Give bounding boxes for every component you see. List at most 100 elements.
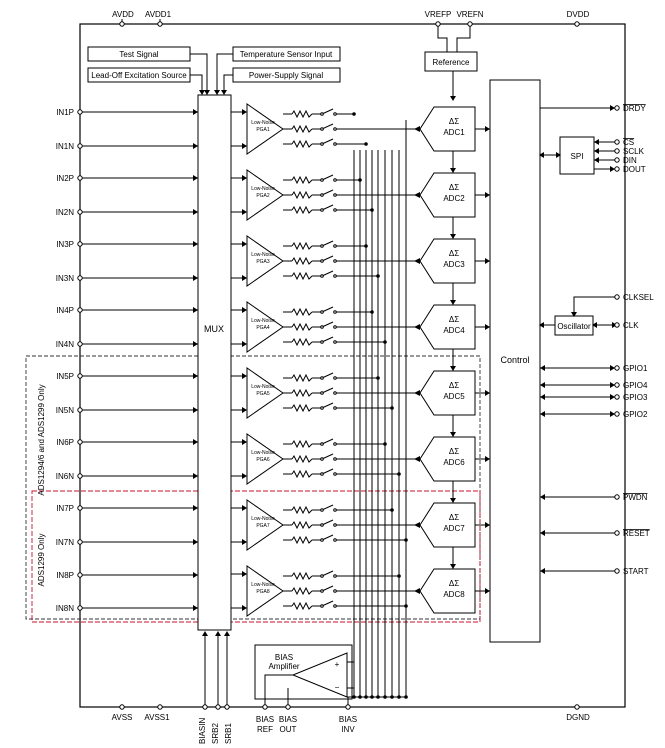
pin-arrow xyxy=(540,568,545,574)
input-pin-in2n: IN2N xyxy=(56,208,198,217)
vrefp-pin-label: VREFP xyxy=(425,10,452,19)
din-pin-label: DIN xyxy=(623,156,637,165)
adc-in-arrow xyxy=(414,126,420,132)
signal-box-wires xyxy=(190,53,233,95)
pin-sclk: SCLK xyxy=(594,147,645,156)
switch-node xyxy=(333,508,337,512)
input-arrow xyxy=(193,373,198,379)
input-arrow xyxy=(193,143,198,149)
resistor-switch-row xyxy=(283,123,420,134)
resistor-switch-row xyxy=(283,402,394,413)
pga-label: Low-Noise xyxy=(251,516,275,522)
resistor xyxy=(291,388,313,398)
ref-arrow xyxy=(450,432,456,437)
clk-pin-label: CLK xyxy=(623,321,639,330)
switch-node xyxy=(333,208,337,212)
avdd-pin-label: AVDD xyxy=(112,10,134,19)
pga-name: PGA8 xyxy=(256,589,270,595)
input-terminal xyxy=(77,175,83,181)
input-label-in5n: IN5N xyxy=(56,406,74,415)
pga-in-arrow xyxy=(242,109,247,115)
pin-arrow xyxy=(610,365,615,371)
gpio3-pin-label: GPIO3 xyxy=(623,393,648,402)
resistor xyxy=(291,139,313,149)
switch-node xyxy=(320,472,324,476)
clksel-terminal xyxy=(614,294,620,300)
resistor xyxy=(291,256,313,266)
sclk-pin-label: SCLK xyxy=(623,147,645,156)
gpio2-pin-label: GPIO2 xyxy=(623,410,648,419)
input-label-in2p: IN2P xyxy=(56,174,74,183)
pga-triangle xyxy=(246,433,284,485)
input-pin-in8n: IN8N xyxy=(56,604,198,613)
adc-symbol: ΔΣ xyxy=(449,249,459,258)
pga-in-arrow xyxy=(242,505,247,511)
pin-gpio3: GPIO3 xyxy=(540,393,648,402)
input-label-in6n: IN6N xyxy=(56,472,74,481)
adc-name: ADC7 xyxy=(443,524,465,533)
switch-arm xyxy=(321,108,334,115)
pga-in-arrow xyxy=(242,143,247,149)
bottom-pin-group xyxy=(119,704,580,710)
junction xyxy=(352,112,356,116)
reference-wires xyxy=(435,21,473,101)
switch-arm xyxy=(321,138,334,145)
switch-arm xyxy=(321,468,334,475)
switch-node xyxy=(320,574,324,578)
resistor-switch-row xyxy=(283,438,387,449)
start-terminal xyxy=(614,568,620,574)
switch-node xyxy=(333,142,337,146)
switch-node xyxy=(320,538,324,542)
input-terminal xyxy=(77,341,83,347)
clk-terminal xyxy=(614,322,620,328)
pga-name: PGA4 xyxy=(256,325,270,331)
resistor xyxy=(291,175,313,185)
switch-node xyxy=(333,340,337,344)
bias-amp-area xyxy=(254,644,353,700)
adc-symbol: ΔΣ xyxy=(449,315,459,324)
resistor-switch-row xyxy=(283,468,401,479)
switch-arm xyxy=(321,240,334,247)
pga-label: Low-Noise xyxy=(251,582,275,588)
input-terminal xyxy=(77,373,83,379)
pga-triangle xyxy=(246,301,284,353)
switch-node xyxy=(333,259,337,263)
ref-arrow xyxy=(450,366,456,371)
input-terminal xyxy=(77,505,83,511)
resistor-switch-row xyxy=(283,570,401,581)
adc-in-arrow xyxy=(414,258,420,264)
pga-name: PGA5 xyxy=(256,391,270,397)
adc-in-arrow xyxy=(414,456,420,462)
input-pin-in3p: IN3P xyxy=(56,240,198,249)
input-arrow xyxy=(193,439,198,445)
switch-node xyxy=(333,274,337,278)
input-label-in5p: IN5P xyxy=(56,372,74,381)
pga-triangle xyxy=(246,235,284,287)
switch-node xyxy=(320,178,324,182)
input-arrow xyxy=(193,275,198,281)
pga-triangle xyxy=(246,169,284,221)
dout-pin-label: DOUT xyxy=(623,165,646,174)
ref-arrow xyxy=(450,300,456,305)
input-pin-in1p: IN1P xyxy=(56,108,198,117)
switch-arm xyxy=(321,453,334,460)
ref-arrow xyxy=(450,564,456,569)
input-arrow xyxy=(193,539,198,545)
input-label-in2n: IN2N xyxy=(56,208,74,217)
switch-node xyxy=(320,274,324,278)
resistor-switch-row xyxy=(283,174,362,185)
input-pin-in2p: IN2P xyxy=(56,174,198,183)
switch-node xyxy=(333,178,337,182)
bias-inv-label-1: BIAS xyxy=(339,715,357,724)
resistor-switch-row xyxy=(283,240,368,251)
pwdn-terminal xyxy=(614,494,620,500)
pin-dout: DOUT xyxy=(594,165,646,174)
pga-triangle xyxy=(246,103,284,155)
oscillator-wires xyxy=(539,296,617,328)
switch-arm xyxy=(321,306,334,313)
adc-symbol: ΔΣ xyxy=(449,117,459,126)
drdy-pin-label: DRDY xyxy=(623,104,646,113)
input-terminal xyxy=(77,539,83,545)
